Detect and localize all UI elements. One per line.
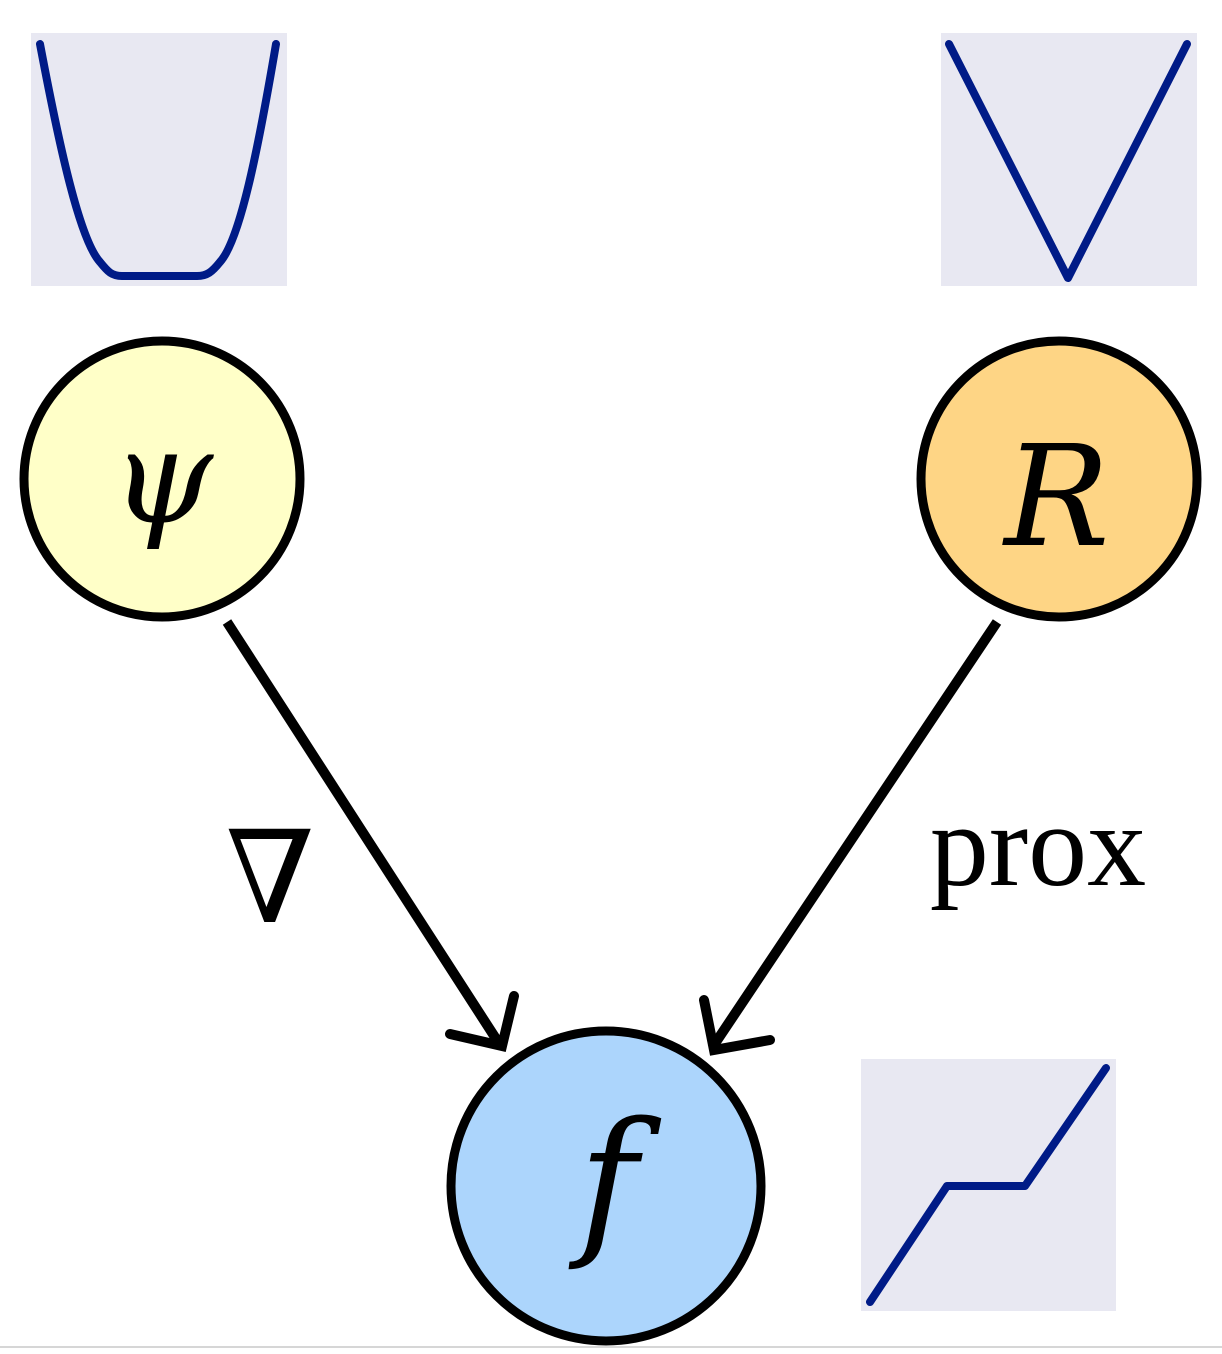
psi-plot-background — [31, 33, 287, 286]
f-node-circle — [446, 1026, 766, 1346]
psi-plot — [31, 33, 287, 286]
r-node-label: R — [1001, 416, 1109, 579]
f-plot-curve — [866, 1064, 1110, 1306]
arrow-psi-to-f — [222, 619, 519, 1052]
psi-node-label: ψ — [111, 401, 214, 553]
r-plot — [941, 33, 1197, 286]
psi-node-circle — [19, 336, 305, 622]
psi-node: ψ — [19, 336, 305, 622]
r-node-circle — [916, 336, 1202, 622]
gradient-label: ∇ — [225, 808, 314, 950]
f-plot — [861, 1059, 1116, 1311]
f-node: f — [446, 1026, 766, 1346]
r-plot-background — [941, 33, 1197, 286]
r-node: R — [916, 336, 1202, 622]
r-plot-curve — [945, 40, 1191, 282]
bottom-divider — [0, 1346, 1222, 1348]
psi-plot-curve — [36, 40, 280, 280]
prox-label: prox — [930, 780, 1146, 911]
arrow-r-to-f — [699, 619, 1002, 1056]
